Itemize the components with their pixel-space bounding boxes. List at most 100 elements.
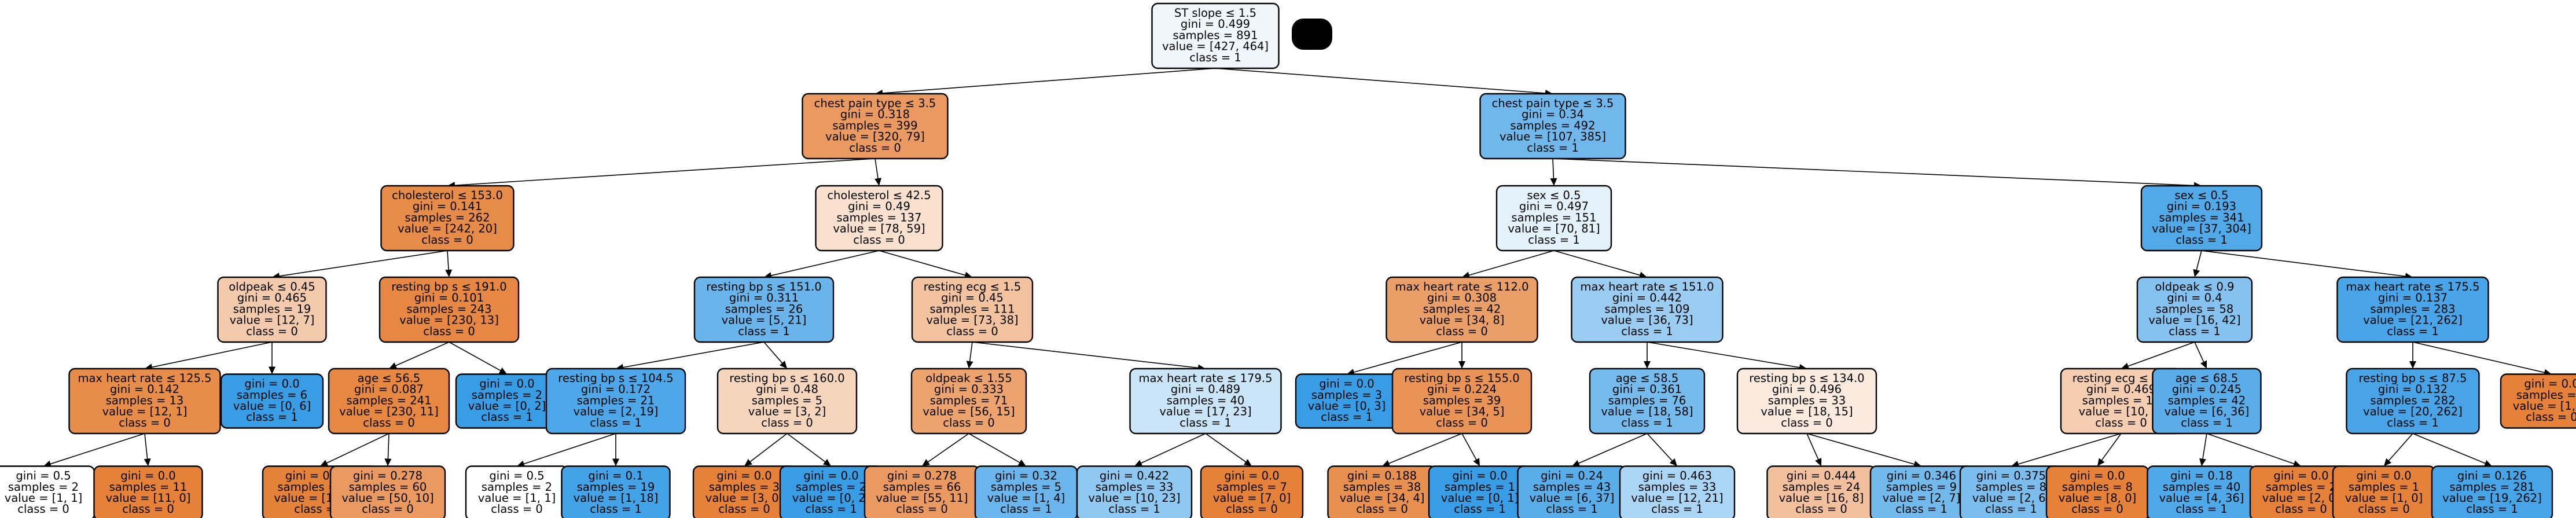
edge-arrowhead bbox=[2193, 269, 2200, 277]
edge-line bbox=[1553, 250, 1641, 276]
node-box bbox=[1391, 368, 1533, 435]
node-gini: gini = 0.375 bbox=[1976, 469, 2046, 483]
node-box bbox=[1129, 368, 1282, 435]
node-value: value = [1, 4] bbox=[987, 491, 1065, 505]
tree-edge bbox=[966, 341, 973, 369]
node-class: class = 0 bbox=[246, 325, 298, 338]
node-gini: gini = 0.172 bbox=[581, 383, 651, 396]
node-samples: samples = 39 bbox=[1423, 394, 1501, 407]
node-samples: samples = 2 bbox=[2266, 480, 2336, 494]
node-box bbox=[329, 465, 446, 518]
node-samples: samples = 5 bbox=[752, 394, 822, 407]
edge-line bbox=[881, 68, 1216, 94]
node-gini: gini = 0.422 bbox=[1100, 469, 1169, 483]
node-value: value = [320, 79] bbox=[825, 130, 925, 144]
tree-edge bbox=[2201, 250, 2413, 280]
node-value: value = [6, 36] bbox=[2165, 405, 2250, 418]
node-gini: gini = 0.34 bbox=[1522, 108, 1584, 121]
node-gini: gini = 0.499 bbox=[1181, 17, 1250, 31]
tree-edge bbox=[874, 158, 882, 186]
node-samples: samples = 1 bbox=[1445, 480, 1515, 494]
tree-edge bbox=[43, 433, 145, 468]
node-gini: gini = 0.0 bbox=[120, 469, 175, 483]
tree-edge bbox=[2194, 341, 2207, 369]
node-samples: samples = 40 bbox=[1167, 394, 1245, 407]
edge-arrowhead bbox=[922, 459, 931, 466]
node-samples: samples = 16 bbox=[2082, 394, 2160, 407]
tree-edge bbox=[445, 250, 453, 277]
tree-edge bbox=[1461, 433, 1480, 466]
tree-edge bbox=[787, 433, 831, 466]
node-class: class = 0 bbox=[2526, 410, 2576, 424]
edge-arrowhead bbox=[779, 361, 787, 369]
node-class: class = 0 bbox=[896, 502, 948, 516]
node-value: value = [34, 8] bbox=[1420, 314, 1505, 327]
node-box bbox=[1200, 465, 1304, 518]
node-box bbox=[1571, 276, 1724, 343]
edge-line bbox=[1140, 433, 1206, 464]
tree-edge bbox=[1552, 158, 2202, 189]
node-class: class = 0 bbox=[421, 233, 473, 247]
node-box bbox=[1479, 93, 1626, 160]
node-value: value = [36, 73] bbox=[1601, 314, 1693, 327]
edge-line bbox=[2412, 341, 2545, 373]
node-samples: samples = 42 bbox=[1423, 302, 1501, 315]
node-samples: samples = 137 bbox=[836, 211, 921, 224]
node-samples: samples = 2 bbox=[8, 480, 79, 494]
node-value: value = [427, 464] bbox=[1162, 40, 1269, 53]
tree-edge bbox=[879, 250, 972, 279]
node-samples: samples = 492 bbox=[1510, 119, 1595, 132]
node-gini: gini = 0.5 bbox=[16, 469, 71, 483]
node-class: class = 0 bbox=[1436, 325, 1488, 338]
tree-edge bbox=[2384, 433, 2413, 466]
node-split-condition: resting ecg ≤ 1.5 bbox=[924, 280, 1021, 293]
node-box bbox=[380, 185, 515, 252]
node-value: value = [12, 7] bbox=[230, 314, 315, 327]
tree-edge bbox=[616, 341, 765, 371]
node-box bbox=[2336, 276, 2489, 343]
node-samples: samples = 2 bbox=[482, 480, 552, 494]
node-split-condition: oldpeak ≤ 0.45 bbox=[229, 280, 315, 293]
node-box bbox=[68, 368, 221, 435]
tree-edge bbox=[744, 433, 788, 466]
node-split-condition: oldpeak ≤ 0.9 bbox=[2155, 280, 2234, 293]
node-box bbox=[1589, 368, 1706, 435]
tree-edge bbox=[1644, 342, 1651, 369]
node-gini: gini = 0.469 bbox=[2086, 383, 2156, 396]
edge-line bbox=[447, 250, 450, 271]
node-gini: gini = 0.245 bbox=[2172, 383, 2241, 396]
node-split-condition: chest pain type ≤ 3.5 bbox=[1492, 97, 1614, 110]
node-gini: gini = 0.1 bbox=[588, 469, 643, 483]
edge-line bbox=[2206, 433, 2295, 465]
node-class: class = 1 bbox=[590, 416, 642, 429]
node-samples: samples = 58 bbox=[2156, 302, 2234, 315]
edge-line bbox=[1552, 158, 2195, 186]
edges-layer: TrueFalse bbox=[43, 55, 2552, 468]
node-class: class = 1 bbox=[2176, 233, 2228, 247]
node-gini: gini = 0.278 bbox=[887, 469, 957, 483]
node-gini: gini = 0.49 bbox=[848, 200, 910, 213]
node-value: value = [1, 1] bbox=[478, 491, 556, 505]
node-value: value = [19, 262] bbox=[2442, 491, 2542, 505]
edge-arrowhead bbox=[2199, 458, 2206, 466]
edge-arrowhead bbox=[1572, 460, 1581, 466]
